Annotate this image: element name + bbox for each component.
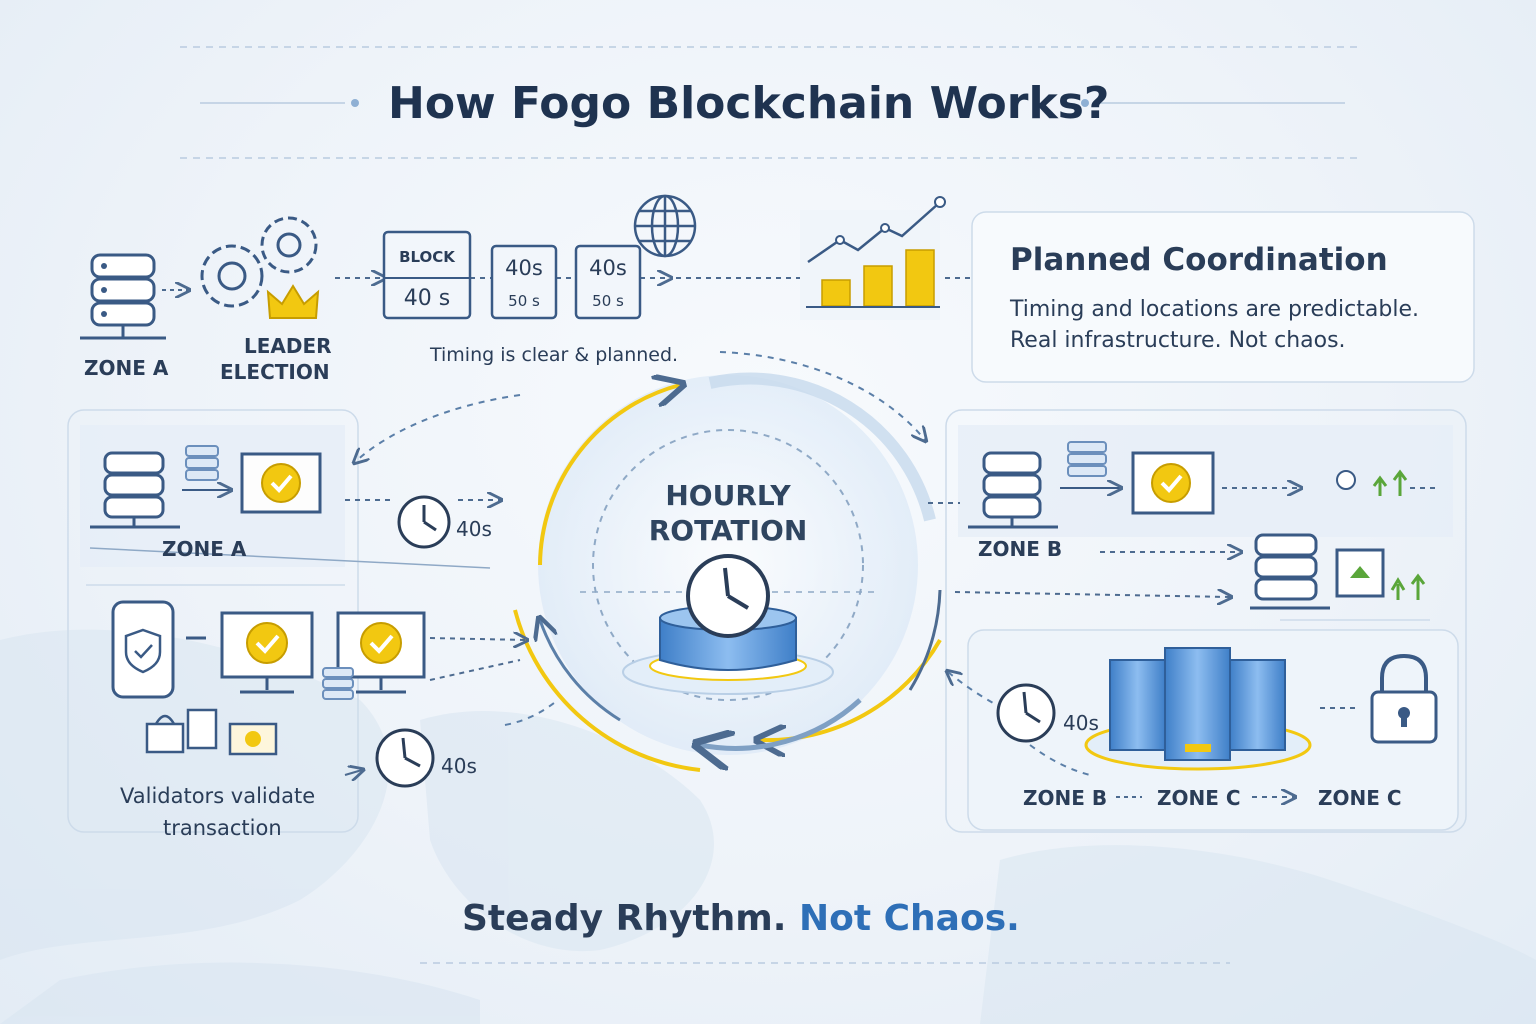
right-clock-label: 40s xyxy=(1063,711,1099,735)
validators-caption-line2: transaction xyxy=(163,816,282,840)
server-icon-right-zone-b xyxy=(968,451,1058,529)
block-header: BLOCK xyxy=(399,248,455,266)
check-monitor-icon-left-2 xyxy=(220,611,314,694)
slot2-bottom: 50 s xyxy=(592,292,624,310)
server-cluster-icon xyxy=(1084,647,1312,771)
lock-icon xyxy=(1370,653,1438,744)
validators-caption-line1: Validators validate xyxy=(120,784,316,808)
title-rules xyxy=(180,46,1360,964)
slot-box-2 xyxy=(574,244,642,320)
check-monitor-icon-right xyxy=(1131,451,1215,515)
footer-part2: Not Chaos. xyxy=(799,898,1020,939)
database-small-icon-left xyxy=(185,445,219,481)
check-monitor-icon-left xyxy=(240,452,322,514)
top-zone-a-label: ZONE A xyxy=(84,356,169,380)
footer-tagline: Steady Rhythm. Not Chaos. xyxy=(462,898,1020,939)
left-clock2-label: 40s xyxy=(441,754,477,778)
database-small-icon-right xyxy=(1067,441,1107,477)
slot-box-1 xyxy=(490,244,558,320)
crown-icon xyxy=(266,284,320,319)
timing-caption: Timing is clear & planned. xyxy=(430,344,679,366)
gears-icon xyxy=(200,216,318,308)
planned-coordination-line1: Timing and locations are predictable. xyxy=(1010,297,1419,322)
globe-icon xyxy=(633,194,697,258)
server-icon-top-zone-a xyxy=(80,253,166,340)
planned-panel-bg xyxy=(971,211,1475,383)
server-icon-right-2 xyxy=(1250,533,1330,610)
left-clock1-label: 40s xyxy=(456,517,492,541)
bottom-zone-b-label: ZONE B xyxy=(1023,786,1108,810)
home-card-icon xyxy=(1335,548,1426,600)
coin-growth-icon xyxy=(1336,469,1408,496)
planned-coordination-title: Planned Coordination xyxy=(1010,242,1388,278)
page-title: How Fogo Blockchain Works? xyxy=(388,78,1110,129)
block-value: 40 s xyxy=(403,286,451,311)
clock-icon-right xyxy=(996,683,1056,743)
check-monitor-icon-left-3 xyxy=(336,611,426,694)
slot2-top: 40s xyxy=(589,256,627,280)
block-box xyxy=(382,230,472,320)
hourly-rotation-line2: ROTATION xyxy=(648,514,808,547)
bottom-zone-c-label: ZONE C xyxy=(1157,786,1241,810)
leader-election-line2: ELECTION xyxy=(220,360,330,384)
server-icon-left-zone-a xyxy=(90,451,180,529)
slot1-bottom: 50 s xyxy=(508,292,540,310)
database-small-icon-left-2 xyxy=(322,667,354,700)
hourly-rotation-line1: HOURLY xyxy=(665,479,791,512)
map-background xyxy=(0,629,1536,1024)
phone-shield-icon xyxy=(111,600,175,699)
left-zone-a-label: ZONE A xyxy=(162,537,247,561)
right-panel-bg xyxy=(945,409,1467,833)
slot1-top: 40s xyxy=(505,256,543,280)
clock-icon-left-2 xyxy=(375,728,435,788)
planned-coordination-line2: Real infrastructure. Not chaos. xyxy=(1010,328,1346,353)
growth-chart-icon xyxy=(800,196,946,320)
leader-election-line1: LEADER xyxy=(244,334,332,358)
bottom-zone-c2-label: ZONE C xyxy=(1318,786,1402,810)
center-clock-icon xyxy=(686,554,770,638)
clock-icon-left-1 xyxy=(397,495,451,549)
footer-part1: Steady Rhythm. xyxy=(462,898,787,939)
right-zone-b-label: ZONE B xyxy=(978,537,1063,561)
